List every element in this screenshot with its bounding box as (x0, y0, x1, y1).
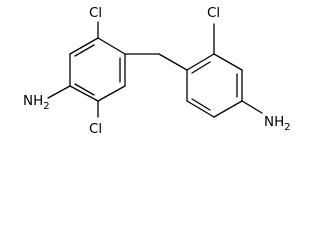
bond (97, 85, 126, 102)
amine-label-left: NH2 (23, 93, 50, 112)
chlorine-label-top-left: Cl (89, 5, 102, 21)
double-bond (74, 83, 95, 96)
amine-label-right: NH2 (264, 114, 291, 133)
double-bond (191, 98, 211, 111)
chlorine-label-top-right: Cl (207, 5, 220, 21)
chemical-structure: Cl Cl Cl NH2 NH2 (23, 5, 291, 137)
amine-nh-left: NH (23, 93, 43, 109)
methylene-bond (158, 53, 188, 71)
amine-nh-right: NH (264, 114, 284, 130)
right-ring (186, 53, 243, 118)
left-ring (69, 37, 126, 102)
bond (69, 37, 99, 55)
amine-bond (241, 100, 263, 114)
bond (213, 100, 243, 118)
amine-bond (47, 85, 71, 99)
bond (213, 53, 243, 71)
amine-subscript-left: 2 (43, 101, 49, 112)
double-bond (191, 61, 211, 74)
amine-subscript-right: 2 (284, 122, 290, 133)
bond (186, 53, 215, 71)
bond (186, 100, 215, 118)
bond (97, 37, 126, 55)
bond (69, 85, 99, 102)
chlorine-label-bottom-left: Cl (89, 121, 102, 137)
double-bond (74, 44, 95, 57)
